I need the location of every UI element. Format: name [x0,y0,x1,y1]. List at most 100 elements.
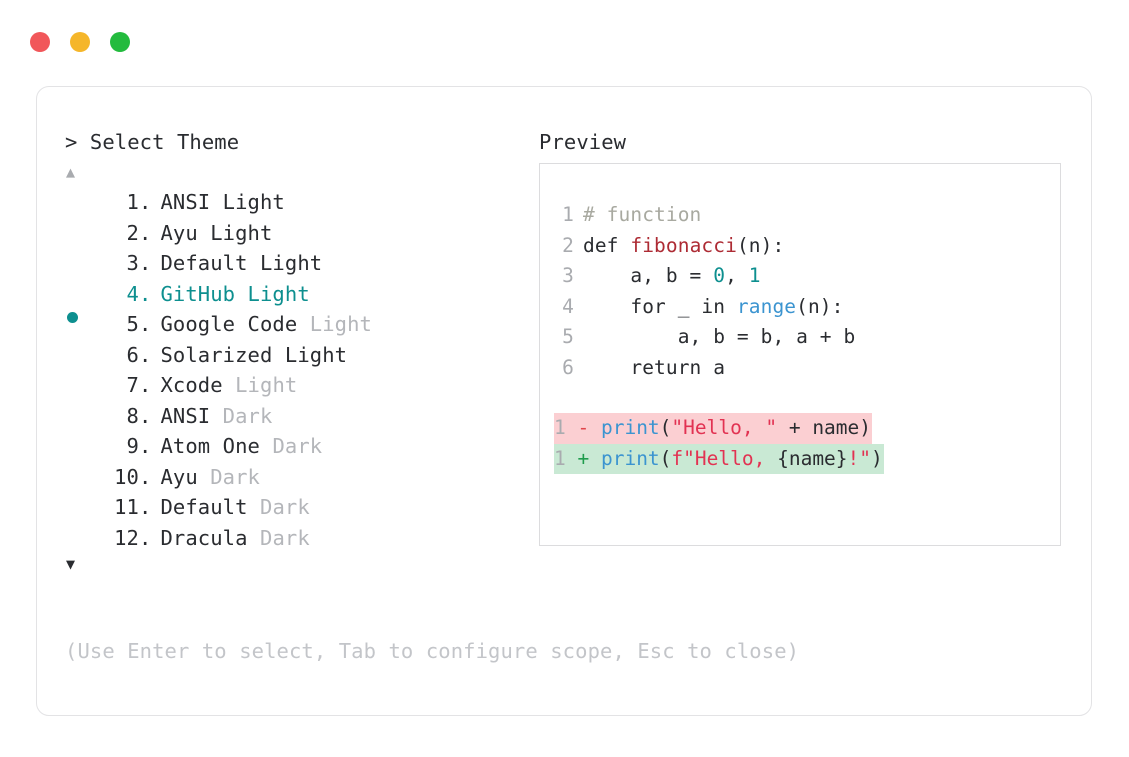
theme-item-variant: Dark [210,403,273,428]
code-token: return a [583,355,726,379]
theme-item-dot: . [139,373,152,397]
theme-list-item[interactable]: 9.Atom One Dark [65,431,539,462]
code-token: print [600,416,660,439]
code-line-number: 6 [562,355,574,379]
theme-list-item[interactable]: 4.GitHub Light [65,279,539,323]
theme-item-name: GitHub Light [160,281,310,306]
diff-sign: - [577,416,601,439]
theme-list-item[interactable]: 12. Dracula Dark [65,523,539,554]
theme-item-variant: Dark [247,525,310,550]
theme-item-number: 9 [126,434,139,458]
code-line: 3 a, b = 0, 1 [554,261,1060,292]
code-token: {name} [777,446,848,470]
minimize-dot[interactable] [70,32,90,52]
code-token: !" [847,446,872,470]
code-line-text: a, b = b, a + b [583,322,856,353]
theme-item-number: 3 [126,251,139,275]
code-spacer [554,383,1060,413]
scroll-down-arrow[interactable]: ▼ [66,555,76,573]
theme-item-variant: Light [297,312,372,336]
code-line-number: 1 [562,203,574,226]
theme-item-variant: Dark [260,434,323,458]
theme-item-number: 12 [114,525,139,550]
diff-line-del: 1 - print("Hello, " + name) [554,413,1060,444]
code-line-number: 2 [562,233,574,257]
theme-list-item[interactable]: 10.Ayu Dark [65,462,539,493]
selected-bullet-icon [67,311,78,323]
code-token: (n): [736,233,785,257]
theme-item-variant: Light [222,373,298,397]
code-token: ) [871,446,883,470]
code-token: 1 [748,264,761,287]
maximize-dot[interactable] [110,32,130,52]
code-token: range [736,294,797,318]
theme-item-variant: Dark [197,464,260,489]
theme-item-dot: . [139,190,152,214]
theme-item-dot: . [139,403,152,428]
theme-list-item[interactable]: 11. Default Dark [65,492,539,523]
theme-list-item[interactable]: 3.Default Light [65,248,539,279]
theme-item-dot: . [139,525,152,550]
theme-item-number: 4 [126,281,139,306]
code-token: 0 [713,264,726,287]
theme-item-name: Atom One [160,434,260,458]
theme-item-dot: . [139,495,152,519]
theme-item-number: 7 [126,373,139,397]
theme-list-item[interactable]: 1.ANSI Light [65,187,539,218]
code-token: a, b = [583,264,714,287]
theme-item-name: Dracula [160,525,248,550]
theme-item-name: ANSI Light [160,190,285,214]
theme-list-item[interactable]: 5.Google Code Light [65,309,539,340]
code-line-number: 4 [562,294,574,318]
code-line: 1 # function [554,200,1060,231]
code-token: ( [659,446,672,470]
theme-item-name: Default [160,495,248,519]
code-token: , [725,264,749,287]
theme-item-dot: . [139,312,152,336]
theme-list-item[interactable]: 8.ANSI Dark [65,401,539,432]
theme-list-item[interactable]: 7. Xcode Light [65,370,539,401]
theme-item-number: 6 [126,342,139,367]
code-token: def [583,233,631,257]
code-line: 4 for _ in range(n): [554,292,1060,323]
diff-line-number: 1 [554,416,578,439]
theme-item-dot: . [139,342,152,367]
theme-item-name: Ayu [160,464,198,489]
scroll-up-arrow[interactable]: ▲ [66,163,76,181]
code-line-text: # function [583,200,701,231]
code-line-text: for _ in range(n): [583,292,844,323]
code-token: (n): [796,294,844,318]
code-token: + name) [777,416,872,439]
code-token: "Hello, " [671,416,778,439]
code-token: fibonacci [630,233,737,257]
preview-title: Preview [539,130,627,154]
theme-list-item[interactable]: 6.Solarized Light [65,340,539,371]
theme-item-name: Ayu Light [160,220,273,245]
theme-item-dot: . [139,464,152,489]
diff-line-number: 1 [554,446,578,470]
theme-item-number: 11 [114,495,139,519]
code-token: # function [583,203,702,226]
code-line: 5 a, b = b, a + b [554,322,1060,353]
code-line: 6 return a [554,353,1060,384]
diff-line-body: 1 + print(f"Hello, {name}!") [554,443,884,474]
code-line-number: 3 [562,264,574,287]
theme-item-number: 2 [126,220,139,245]
diff-sign: + [577,446,601,470]
close-dot[interactable] [30,32,50,52]
theme-item-name: Xcode [160,373,223,397]
theme-item-variant: Dark [247,495,310,519]
theme-item-number: 5 [126,312,139,336]
theme-item-name: ANSI [160,403,211,428]
theme-list-item[interactable]: 2.Ayu Light [65,218,539,249]
window-traffic-lights [30,32,130,52]
diff-line-add: 1 + print(f"Hello, {name}!") [554,443,1060,474]
theme-item-dot: . [139,251,152,275]
